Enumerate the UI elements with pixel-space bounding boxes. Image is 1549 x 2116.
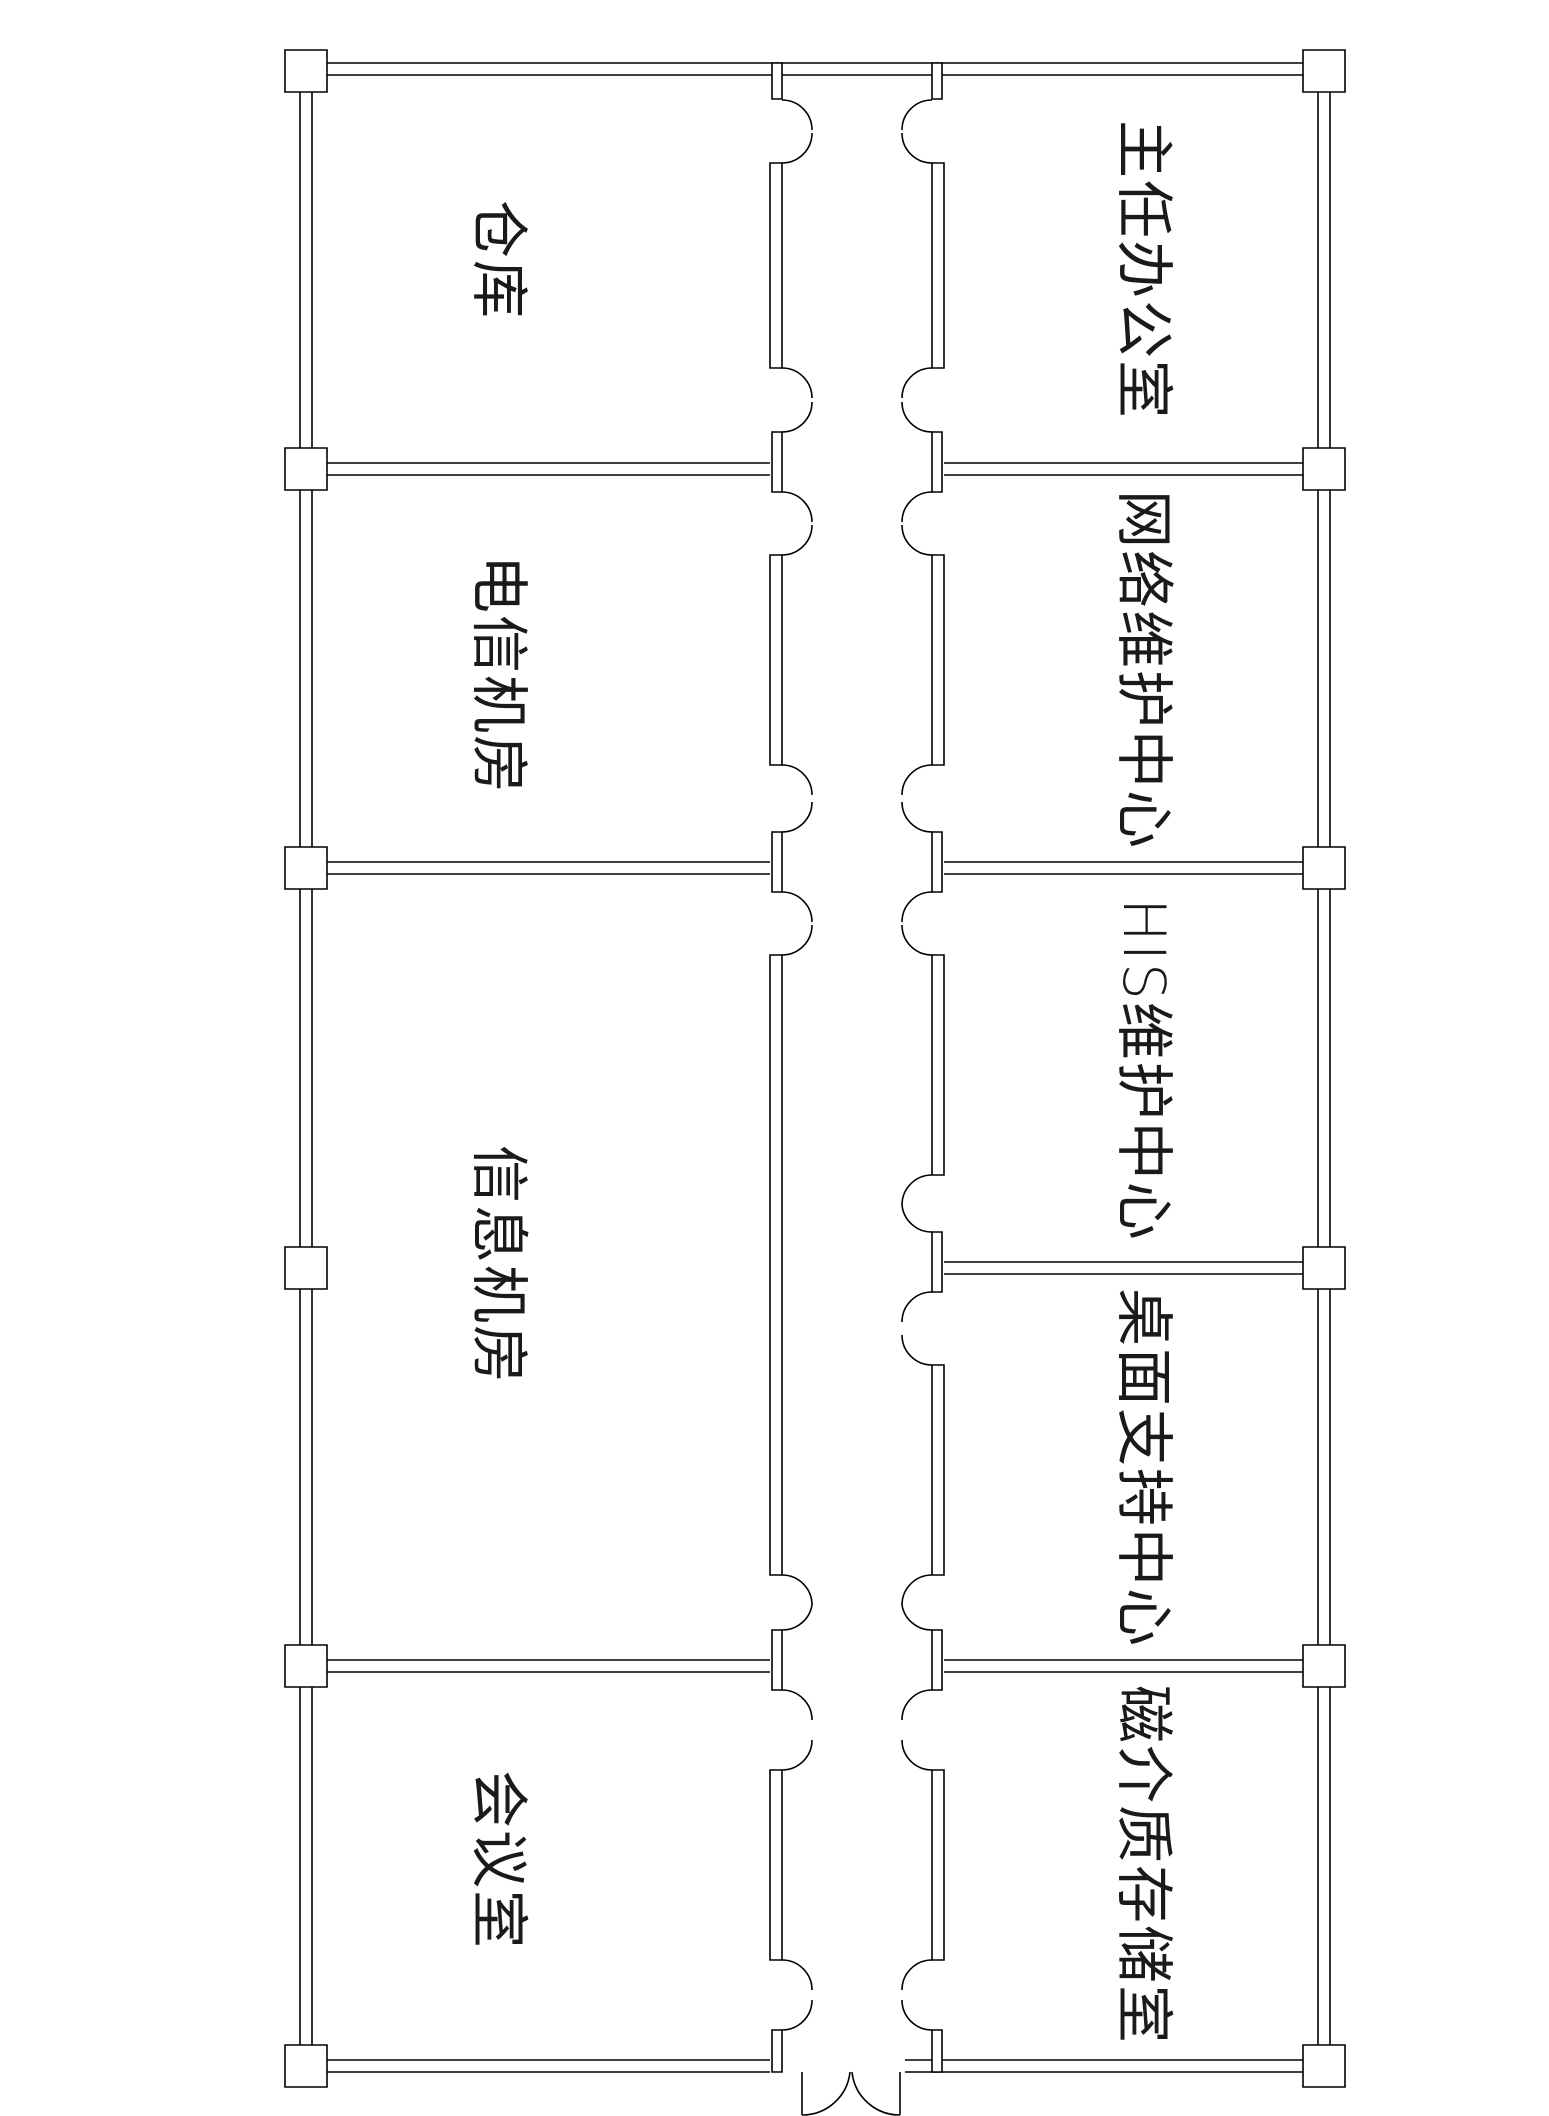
room-label-magnetic-storage: 磁介质存储室 (1110, 1685, 1178, 2045)
corridor-walls (770, 163, 944, 1960)
room-label-director-office: 主任办公室 (1110, 120, 1178, 420)
right-room-labels: 主任办公室 网络维护中心 HIS维护中心 桌面支持中心 磁介质存储室 (1110, 120, 1178, 2045)
room-label-telecom-room: 电信机房 (465, 555, 533, 795)
left-partitions (312, 463, 770, 1672)
right-partitions (944, 463, 1318, 1672)
room-label-his-maintenance: HIS维护中心 (1110, 898, 1178, 1242)
room-label-warehouse: 仓库 (465, 200, 533, 320)
left-room-labels: 仓库 电信机房 信息机房 会议室 (465, 200, 533, 1950)
room-label-desktop-support: 桌面支持中心 (1110, 1288, 1178, 1648)
room-label-meeting-room: 会议室 (465, 1770, 533, 1950)
outer-walls (300, 63, 1330, 2072)
room-label-it-room: 信息机房 (465, 1145, 533, 1385)
doors (782, 100, 932, 2115)
structural-columns (285, 50, 1345, 2087)
room-label-network-maintenance: 网络维护中心 (1110, 490, 1178, 850)
